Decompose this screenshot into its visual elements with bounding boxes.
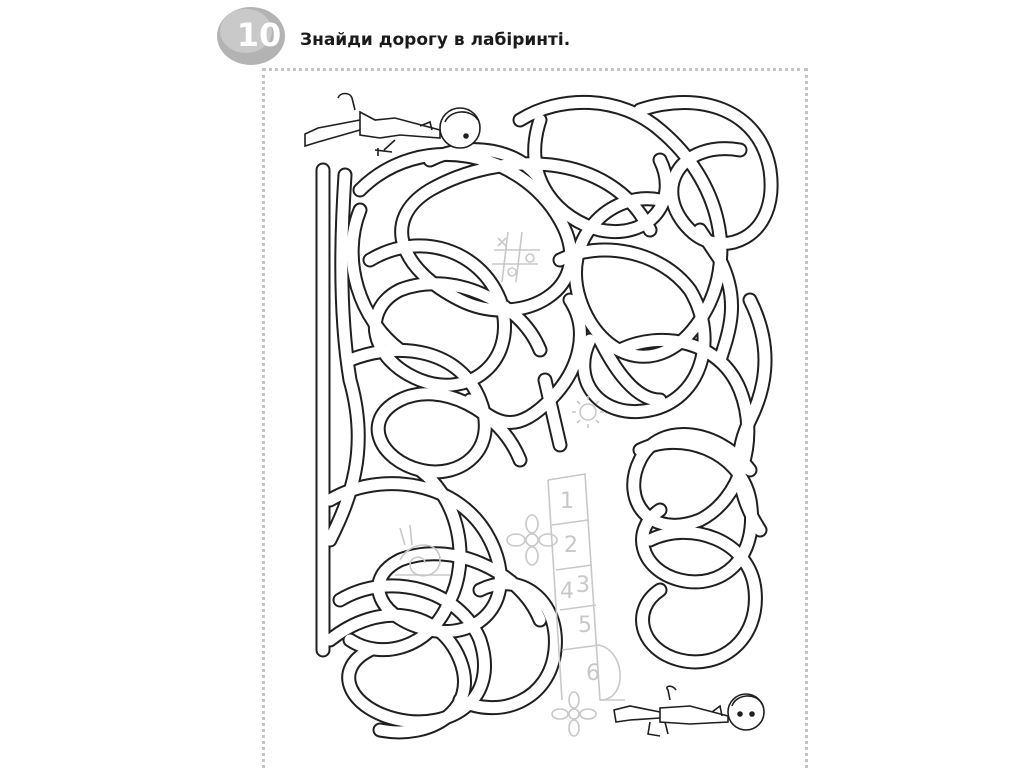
snail-icon: [395, 524, 450, 577]
exercise-instruction: Знайди дорогу в лабіринті.: [300, 30, 571, 50]
dotted-frame: [262, 68, 808, 768]
sun-icon: [572, 396, 604, 428]
hopscotch-cell: 5: [578, 613, 592, 638]
hopscotch-cell: 4: [560, 579, 574, 604]
exercise-number: 10: [236, 16, 282, 54]
boy-finish-icon: [613, 685, 765, 737]
hopscotch-cell: 2: [564, 533, 578, 558]
boy-start-icon: [304, 92, 481, 156]
flower-icon: [551, 691, 597, 737]
flower-icon: [506, 514, 558, 566]
hopscotch-drawing: [547, 473, 625, 701]
hopscotch-cell: 6: [586, 661, 600, 686]
number-badge-icon: [217, 7, 285, 65]
hopscotch-cell: 3: [576, 573, 590, 598]
hopscotch-cell: 1: [560, 489, 574, 514]
tic-tac-toe-icon: [492, 231, 540, 283]
